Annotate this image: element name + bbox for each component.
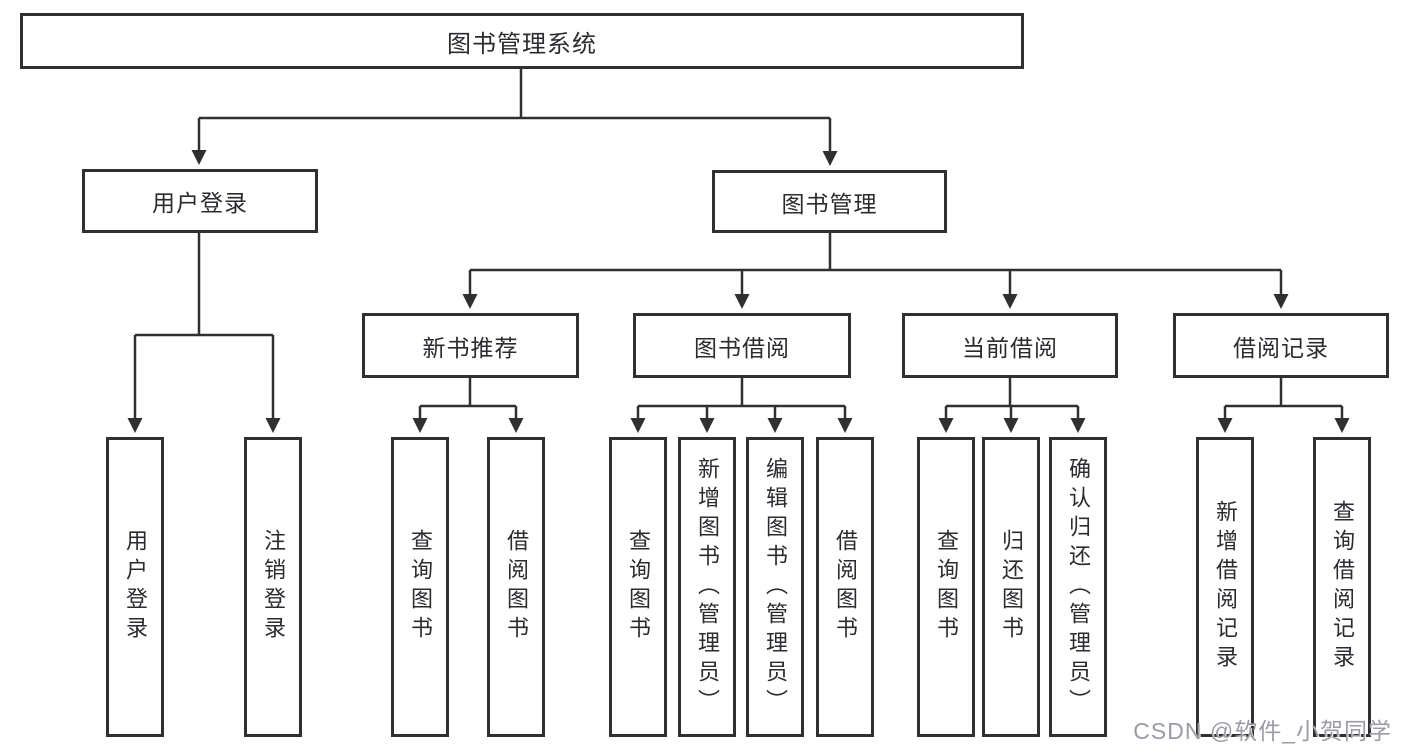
node-user-login: 用户登录 [82, 169, 318, 233]
leaf-borrowing-borrow-books: 借阅图书 [816, 437, 874, 737]
edge-current-rail [946, 378, 1078, 408]
leaf-confirm-return-admin: 确认归还（管理员） [1049, 437, 1107, 737]
edge-root-rail [199, 69, 830, 120]
leaf-user-login: 用户登录 [106, 437, 164, 737]
leaf-query-borrow-record: 查询借阅记录 [1313, 437, 1371, 737]
leaf-borrowing-query-books: 查询图书 [609, 437, 667, 737]
node-current-borrowing: 当前借阅 [902, 313, 1118, 378]
leaf-newbook-borrow-books: 借阅图书 [487, 437, 545, 737]
node-book-management: 图书管理 [712, 170, 947, 233]
leaf-logout: 注销登录 [244, 437, 302, 737]
edge-borrowing-rail [638, 378, 845, 408]
node-new-book-recommend: 新书推荐 [362, 313, 579, 378]
leaf-edit-book-admin: 编辑图书（管理员） [746, 437, 804, 737]
leaf-newbook-query-books: 查询图书 [391, 437, 449, 737]
leaf-add-book-admin: 新增图书（管理员） [678, 437, 736, 737]
node-book-borrowing: 图书借阅 [633, 313, 851, 378]
leaf-add-borrow-record: 新增借阅记录 [1196, 437, 1254, 737]
node-borrow-records: 借阅记录 [1173, 313, 1389, 378]
edge-records-rail [1225, 378, 1342, 408]
csdn-watermark: CSDN @软件_小贺同学 [1133, 718, 1392, 744]
node-root-library-system: 图书管理系统 [20, 13, 1024, 69]
leaf-return-books: 归还图书 [982, 437, 1040, 737]
edge-bookmgmt-rail [470, 233, 1281, 272]
edge-userlogin-rail [135, 233, 273, 337]
leaf-current-query-books: 查询图书 [917, 437, 975, 737]
edge-newbook-rail [420, 378, 516, 408]
